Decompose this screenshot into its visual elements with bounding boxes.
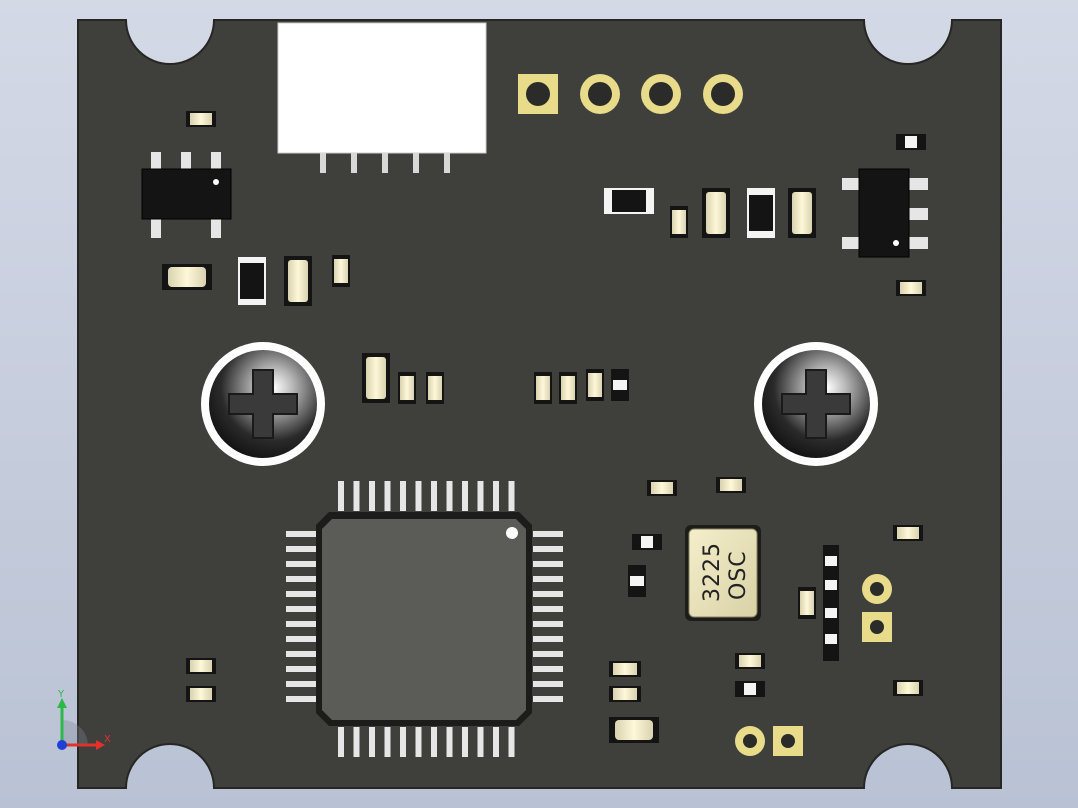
- mcu-pin-top: [384, 481, 391, 511]
- mcu-pin-right: [533, 621, 563, 627]
- mcu-pin-bottom: [477, 727, 484, 757]
- mcu-pin-bottom: [400, 727, 406, 757]
- microcontroller-qfp: [286, 481, 563, 757]
- mcu-pin-right: [533, 531, 563, 537]
- mcu-pin-bottom: [415, 727, 422, 757]
- mcu-pin-right: [533, 546, 563, 552]
- axis-x-label: X: [104, 734, 111, 745]
- mcu-pin-top: [431, 481, 437, 511]
- mcu-pin-right: [533, 696, 563, 702]
- mcu-pin-right: [533, 651, 563, 657]
- screw-right: [754, 342, 878, 466]
- mcu-pin-bottom: [431, 727, 437, 757]
- mcu-pin-top: [477, 481, 484, 511]
- passive-components: [162, 111, 926, 743]
- top-pin-header: [518, 74, 743, 114]
- mcu-pin-top: [338, 481, 344, 511]
- header-connector: [277, 22, 487, 173]
- pin-pads-bottom: [735, 726, 803, 756]
- mcu-pin-right: [533, 591, 563, 597]
- mcu-pin-left: [286, 681, 316, 687]
- mcu-pin-bottom: [446, 727, 453, 757]
- screw-left: [201, 342, 325, 466]
- mcu-pin-left: [286, 636, 316, 642]
- mcu-pin-left: [286, 576, 316, 582]
- mcu-pin-right: [533, 681, 563, 687]
- regulator-chip-right: [842, 168, 928, 258]
- mcu-pin-right: [533, 666, 563, 672]
- mcu-pin-right: [533, 636, 563, 642]
- mcu-pin-bottom: [338, 727, 344, 757]
- crystal-oscillator: 3225 OSC: [685, 525, 761, 621]
- mcu-pin-left: [286, 651, 316, 657]
- axis-y-label: Y: [57, 689, 65, 700]
- mcu-pin-left: [286, 606, 316, 612]
- regulator-chip-left: [141, 152, 232, 238]
- mcu-pin-top: [493, 481, 499, 511]
- mcu-pin-right: [533, 561, 563, 567]
- osc-label-3225: 3225: [700, 542, 725, 602]
- axis-triad: Y X: [57, 689, 111, 750]
- mcu-pin-bottom: [493, 727, 499, 757]
- mcu-pin-top: [446, 481, 453, 511]
- mcu-pin-left: [286, 531, 316, 537]
- mcu-pin-bottom: [369, 727, 375, 757]
- mcu-pin-left: [286, 696, 316, 702]
- mcu-pin-left: [286, 546, 316, 552]
- pin-pads-right: [862, 574, 892, 642]
- mcu-pin-bottom: [353, 727, 360, 757]
- mcu-pin-left: [286, 591, 316, 597]
- mcu-pin-bottom: [384, 727, 391, 757]
- mcu-pin-top: [353, 481, 360, 511]
- mcu-pin-left: [286, 561, 316, 567]
- mcu-pin-top: [400, 481, 406, 511]
- mcu-pin-bottom: [508, 727, 515, 757]
- mcu-pin-top: [462, 481, 468, 511]
- osc-label-osc: OSC: [726, 550, 751, 600]
- mcu-pin-left: [286, 666, 316, 672]
- mcu-pin-top: [369, 481, 375, 511]
- mcu-pin-bottom: [462, 727, 468, 757]
- mcu-pin-right: [533, 606, 563, 612]
- mcu-pin-top: [415, 481, 422, 511]
- mcu-pin-right: [533, 576, 563, 582]
- mcu-pin-left: [286, 621, 316, 627]
- mcu-pin-top: [508, 481, 515, 511]
